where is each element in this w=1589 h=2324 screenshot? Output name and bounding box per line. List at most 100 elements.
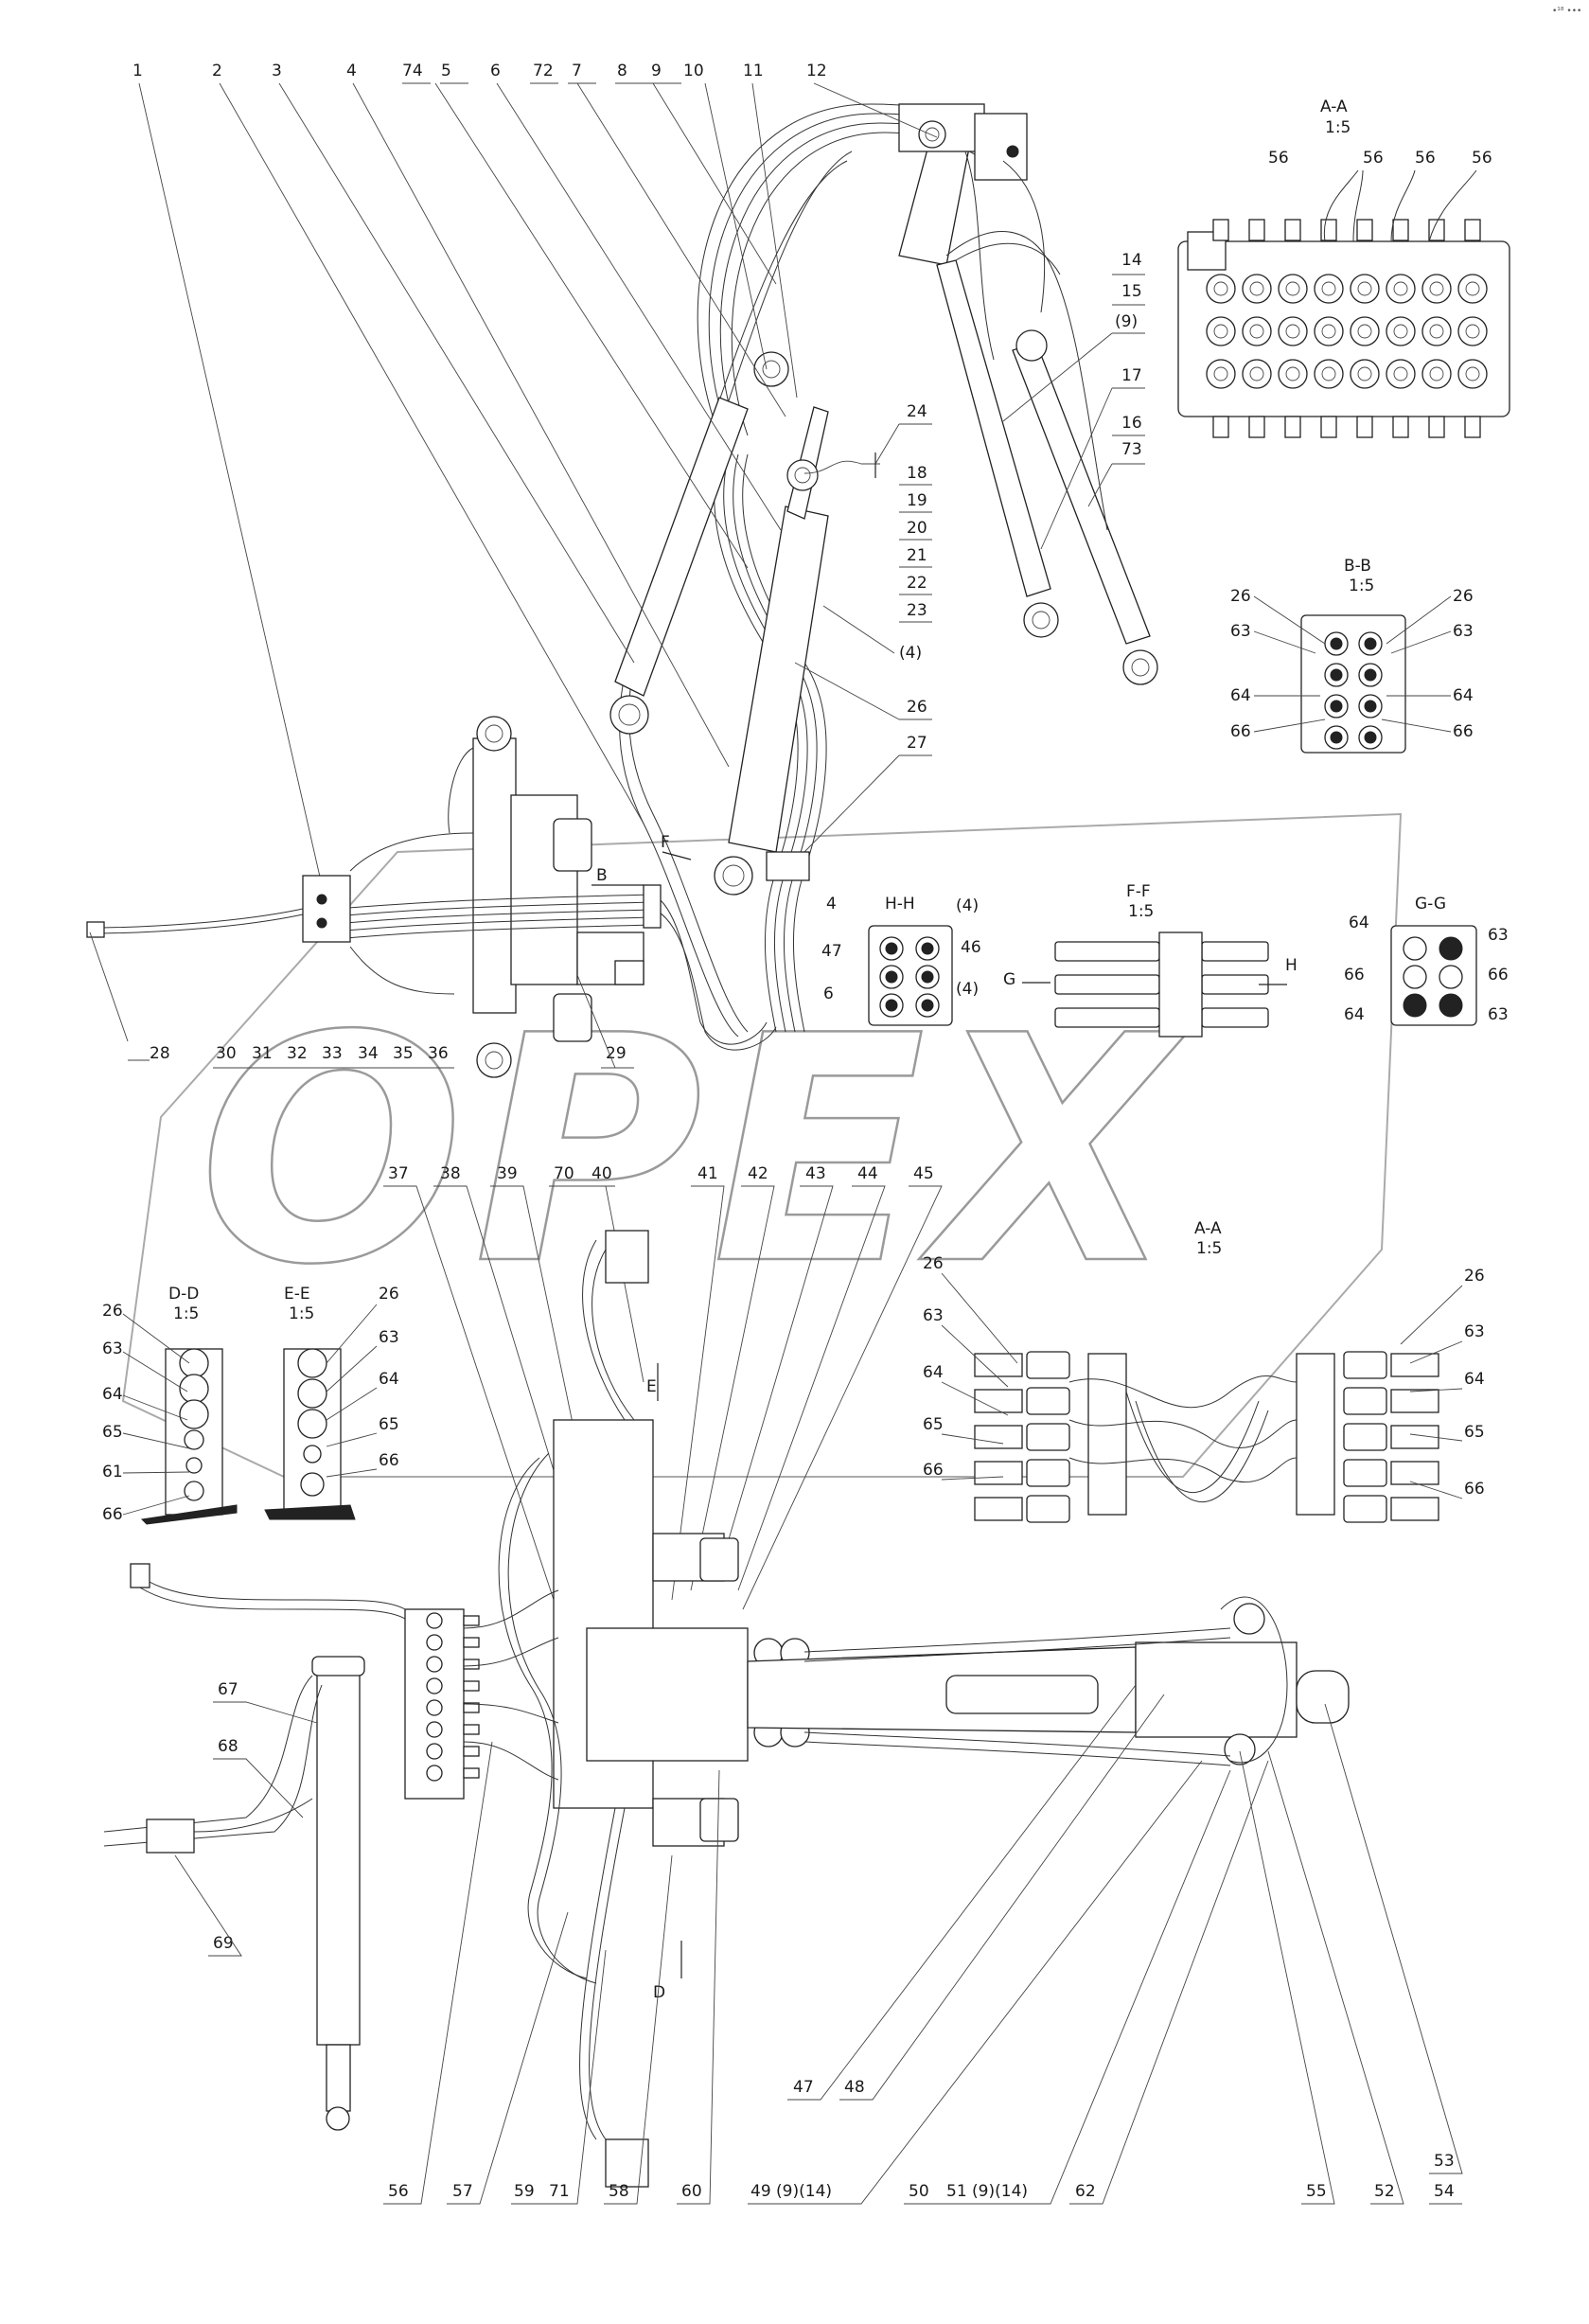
- valve-port-inner: [1285, 366, 1300, 381]
- section-dd-title: D-D: [168, 1285, 199, 1304]
- view-e-marker: E: [646, 1377, 657, 1396]
- hh-port-core: [921, 970, 934, 984]
- gg-port: [1439, 936, 1463, 961]
- label-47: 47: [793, 2078, 814, 2097]
- label-58: 58: [609, 2182, 629, 2201]
- bottom-labels: 56 57 59 71 58 60 49 (9)(14) 50 51 (9)(1…: [174, 1680, 1463, 2205]
- label-20: 20: [907, 519, 927, 538]
- label-23: 23: [907, 601, 927, 620]
- valve-port: [1421, 359, 1452, 389]
- hh-label-6: 6: [823, 985, 834, 1003]
- center-housing: [586, 1627, 749, 1762]
- valve-bank-port: [463, 1767, 480, 1779]
- valve-port-inner: [1321, 281, 1336, 296]
- valve-port-inner: [1429, 366, 1444, 381]
- label-14: 14: [1121, 251, 1142, 270]
- aa-b-nut-left: [1026, 1423, 1070, 1451]
- ee-label-66: 66: [379, 1451, 399, 1470]
- aa-b-nut-right: [1343, 1423, 1387, 1451]
- label-56: 56: [388, 2182, 409, 2201]
- hh-port-core: [885, 970, 898, 984]
- lift-cylinder-body: [728, 506, 829, 853]
- aa-b-nut-left: [1026, 1495, 1070, 1523]
- section-ff-title: F-F: [1126, 882, 1151, 901]
- label-30: 30: [216, 1044, 237, 1063]
- label-2: 2: [212, 62, 222, 80]
- hh-label-46: 46: [961, 938, 981, 957]
- lower-assembly: [103, 1230, 1350, 2188]
- dd-label-26: 26: [102, 1302, 123, 1321]
- valve-port-inner: [1357, 366, 1372, 381]
- valve-port-inner: [1393, 324, 1408, 339]
- bottom-clamp-plate: [605, 2138, 649, 2188]
- bb-port-core: [1330, 668, 1343, 682]
- label-40: 40: [591, 1164, 612, 1183]
- label-8: 8: [617, 62, 627, 80]
- aa-b-fitting-left: [974, 1389, 1023, 1413]
- valve-port-inner: [1357, 324, 1372, 339]
- valve-bank-spool: [426, 1634, 443, 1651]
- valve-port: [1457, 359, 1488, 389]
- aa-b-label-66l: 66: [923, 1461, 944, 1480]
- valve-bank-spool: [426, 1699, 443, 1716]
- label-18: 18: [907, 464, 927, 483]
- label-41: 41: [697, 1164, 718, 1183]
- valve-bottom-fitting: [1464, 416, 1481, 438]
- valve-bottom-fitting: [1212, 416, 1229, 438]
- label-15: 15: [1121, 282, 1142, 301]
- valve-bank-spool: [426, 1765, 443, 1782]
- label-39: 39: [497, 1164, 518, 1183]
- valve-bottom-fitting: [1428, 416, 1445, 438]
- bb-label-26l: 26: [1230, 587, 1251, 606]
- section-ff: F-F 1:5 G H: [1003, 882, 1298, 1038]
- outrigger-cylinder: [316, 1670, 361, 2046]
- label-50: 50: [909, 2182, 929, 2201]
- top-labels: 1 2 3 4 74 5 6 72 7 8 9 10 11 12: [132, 62, 827, 80]
- aa-bottom-manifold-right: [1296, 1353, 1335, 1516]
- valve-port-inner: [1321, 324, 1336, 339]
- gg-label-64a: 64: [1349, 914, 1369, 932]
- label-74: 74: [402, 62, 423, 80]
- aa-b-nut-right: [1343, 1495, 1387, 1523]
- dd-port: [184, 1481, 204, 1501]
- aa-b-label-65r: 65: [1464, 1423, 1485, 1442]
- aa-b-nut-left: [1026, 1459, 1070, 1487]
- aa-label-56c: 56: [1415, 149, 1436, 168]
- bb-label-26r: 26: [1453, 587, 1474, 606]
- aa-b-label-65l: 65: [923, 1415, 944, 1434]
- aa-b-fitting-right: [1390, 1389, 1439, 1413]
- valve-top-fitting: [1428, 219, 1445, 241]
- aa-b-nut-right: [1343, 1351, 1387, 1379]
- label-44: 44: [857, 1164, 878, 1183]
- valve-bank-spool: [426, 1677, 443, 1694]
- label-16: 16: [1121, 414, 1142, 433]
- aa-b-nut-left: [1026, 1351, 1070, 1379]
- label-34: 34: [358, 1044, 379, 1063]
- label-59: 59: [514, 2182, 535, 2201]
- bb-label-64r: 64: [1453, 686, 1474, 705]
- label-53: 53: [1434, 2152, 1455, 2171]
- label-38: 38: [440, 1164, 461, 1183]
- small-valve-69: [146, 1818, 195, 1854]
- label-32: 32: [287, 1044, 308, 1063]
- valve-port-inner: [1429, 281, 1444, 296]
- section-aa-bottom: A-A 1:5 26 63 64 65 66 26 63 64 65 66: [923, 1219, 1485, 1523]
- label-55: 55: [1306, 2182, 1327, 2201]
- valve-port: [1350, 274, 1380, 304]
- aa-b-label-63l: 63: [923, 1306, 944, 1325]
- lift-cylinder-base-pin: [714, 856, 753, 896]
- manifold-ff: [1158, 931, 1203, 1038]
- label-67: 67: [218, 1680, 238, 1699]
- valve-port: [1457, 316, 1488, 346]
- cylinder-labels: 24 18 19 20 21 22 23 (4) 26 27: [794, 402, 932, 853]
- dd-port: [179, 1374, 209, 1404]
- gg-port: [1439, 965, 1463, 989]
- hh-label-4-ref2: (4): [956, 980, 979, 999]
- manifold-bb: [1300, 614, 1406, 754]
- bb-port-core: [1330, 731, 1343, 744]
- valve-port-inner: [1393, 366, 1408, 381]
- label-11: 11: [743, 62, 764, 80]
- valve-port: [1350, 316, 1380, 346]
- section-aa-top-title: A-A: [1320, 98, 1348, 116]
